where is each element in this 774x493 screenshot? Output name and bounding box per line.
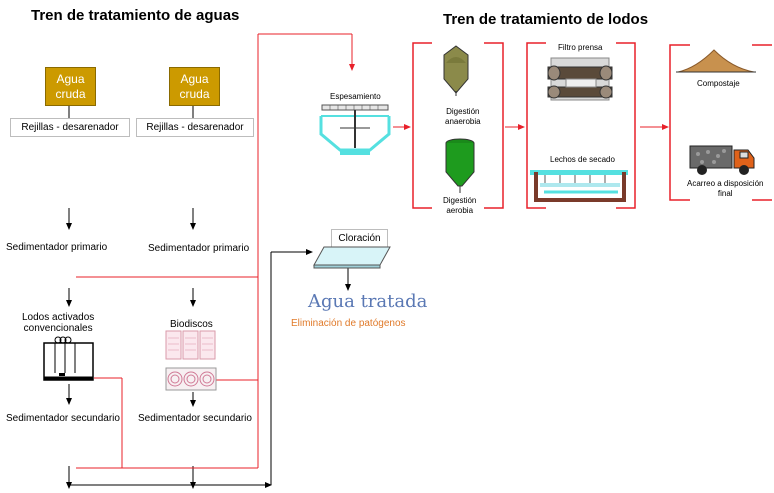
secondary-sedimenter-1: Sedimentador secundario xyxy=(6,413,120,424)
drying-beds-icon xyxy=(530,170,628,202)
pathogen-removal-label: Eliminación de patógenos xyxy=(291,318,406,329)
drying-beds-label: Lechos de secado xyxy=(550,155,615,164)
aerobic-digestion-label: Digestión aerobia xyxy=(443,196,477,215)
dump-truck-icon xyxy=(689,145,755,175)
raw-water-box-2: Agua cruda xyxy=(169,67,220,106)
biodiscs-label: Biodiscos xyxy=(170,319,213,330)
screens-box-2: Rejillas - desarenador xyxy=(136,118,254,137)
composting-label: Compostaje xyxy=(697,79,740,88)
activated-sludge-tank-icon xyxy=(43,336,94,381)
raw-water-box-1: Agua cruda xyxy=(45,67,96,106)
primary-sedimenter-1: Sedimentador primario xyxy=(6,242,108,253)
thickener-icon xyxy=(319,104,391,155)
secondary-sedimenter-2: Sedimentador secundario xyxy=(138,413,252,424)
thickening-label: Espesamiento xyxy=(330,92,381,101)
activated-sludge-label: Lodos activados convencionales xyxy=(22,312,95,334)
compost-pile-icon xyxy=(676,49,756,73)
final-disposal-label: Acarreo a disposición final xyxy=(687,179,764,198)
water-train-title: Tren de tratamiento de aguas xyxy=(31,7,240,24)
filter-press-label: Filtro prensa xyxy=(558,43,603,52)
treated-water-label: Agua tratada xyxy=(308,291,428,312)
aerobic-digester-icon xyxy=(445,138,475,193)
chlorination-tank-icon xyxy=(313,246,391,269)
filter-press-icon xyxy=(547,57,613,101)
screens-box-1: Rejillas - desarenador xyxy=(10,118,130,137)
anaerobic-digester-icon xyxy=(443,45,469,96)
biodiscs-icon xyxy=(165,330,217,391)
sludge-train-title: Tren de tratamiento de lodos xyxy=(443,11,649,28)
primary-sedimenter-2: Sedimentador primario xyxy=(148,243,250,254)
anaerobic-digestion-label: Digestión anaerobia xyxy=(445,107,481,126)
